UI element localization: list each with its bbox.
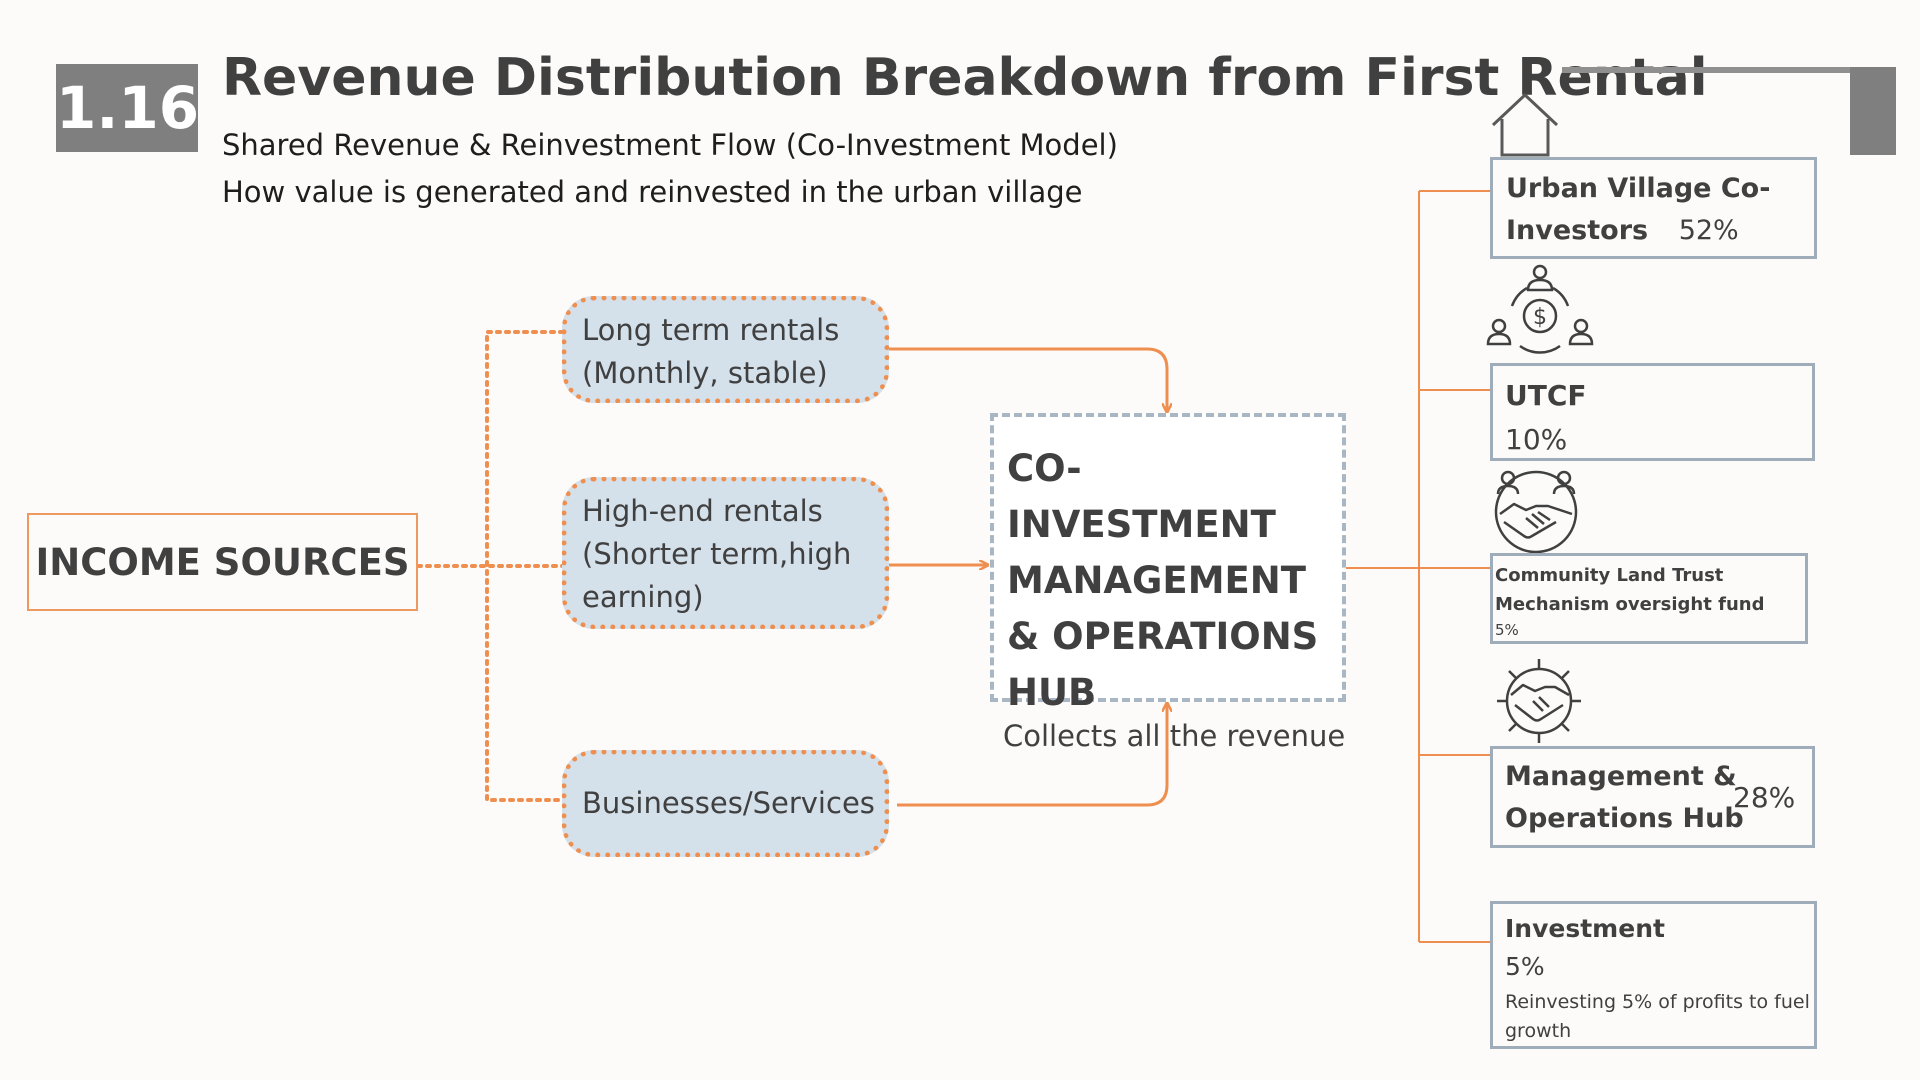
stream-high-end-rentals: High-end rentals (Shorter term,high earn… [562,477,889,629]
hub-title: CO-INVESTMENT MANAGEMENT & OPERATIONS HU… [1007,447,1319,714]
stream-detail: (Monthly, stable) [582,356,828,390]
distribution-utcf: UTCF 10% [1490,363,1815,461]
section-number-badge: 1.16 [56,64,199,152]
page-title: Revenue Distribution Breakdown from Firs… [222,48,1708,108]
distribution-percent: 10% [1505,423,1568,456]
stream-long-term-rentals: Long term rentals (Monthly, stable) [562,296,889,403]
co-investment-hub: CO-INVESTMENT MANAGEMENT & OPERATIONS HU… [990,413,1346,753]
community-fund-icon: $ [1486,262,1594,366]
distribution-percent: 28% [1733,781,1796,814]
stream-businesses-services: Businesses/Services [562,750,889,857]
distribution-community-land-trust: Community Land Trust Mechanism oversight… [1490,553,1808,644]
distribution-note: Reinvesting 5% of profits to fuel [1505,991,1810,1013]
distribution-percent: 5% [1505,952,1545,981]
income-sources-label: INCOME SOURCES [35,540,410,584]
header-frame-line [1562,67,1896,73]
svg-text:$: $ [1533,305,1547,330]
hub-subtitle: Collects all the revenue [1003,719,1346,753]
distribution-label: Investment [1505,914,1665,943]
distribution-investment: Investment 5% Reinvesting 5% of profits … [1490,901,1817,1049]
house-icon [1491,93,1559,157]
income-sources-box: INCOME SOURCES [27,513,418,611]
distribution-label: UTCF [1505,379,1587,412]
stream-label: Long term rentals [582,313,840,347]
stream-label: Businesses/Services [582,786,875,820]
header-frame-block [1850,67,1896,155]
stream-detail: earning) [582,580,704,614]
stream-detail: (Shorter term,high [582,537,852,571]
distribution-label: Urban Village Co- [1506,173,1771,204]
handshake-gear-icon [1493,655,1585,747]
distribution-percent: 52% [1678,215,1739,246]
distribution-percent: 5% [1495,621,1519,639]
distribution-label: Operations Hub [1505,803,1744,834]
distribution-label: Management & [1505,761,1737,792]
handshake-circle-icon [1490,466,1582,558]
subtitle-description: How value is generated and reinvested in… [222,175,1083,209]
distribution-note: growth [1505,1020,1572,1042]
distribution-co-investors: Urban Village Co- Investors 52% [1490,157,1817,259]
distribution-management-hub: Management & Operations Hub 28% [1490,746,1815,848]
distribution-label: Community Land Trust [1495,565,1724,586]
subtitle-flow: Shared Revenue & Reinvestment Flow (Co-I… [222,128,1118,162]
stream-label: High-end rentals [582,494,823,528]
distribution-label: Investors [1506,215,1649,246]
distribution-label: Mechanism oversight fund [1495,594,1765,615]
